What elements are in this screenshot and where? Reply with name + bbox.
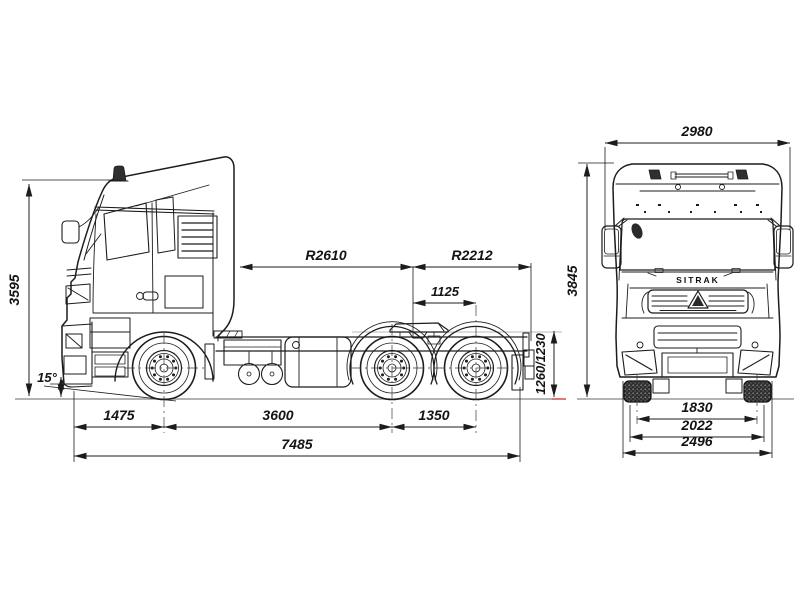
dim-kingpin-to-rear-axle: 1125 [431,284,460,299]
front-grille [641,289,755,314]
mirror-right [767,217,794,269]
front-tire-left [623,380,652,403]
license-plate-holder [667,356,728,374]
fog-lamp [65,333,83,349]
door-window [103,202,150,261]
front-cab: SITRAK [601,163,794,424]
entry-step-box [89,317,131,349]
dim-approach-angle: 15° [37,370,57,385]
fuel-tank [284,336,352,388]
roof-marker-dots [636,204,762,213]
dim-tandem-spacing: 1350 [418,407,449,423]
front-mudflap [204,343,215,380]
tail-lamp [524,365,535,380]
catwalk [213,330,243,339]
quarter-window [155,196,176,254]
dim-track-width: 1830 [681,399,712,415]
storage-locker [164,275,204,309]
beacon-right [735,169,749,180]
air-tanks [237,351,284,386]
rear-mudflap [511,354,524,391]
battery-box [223,339,282,366]
dim-overall-height-side: 3595 [6,274,22,305]
brand-badge: SITRAK [676,275,720,285]
front-tire-right [743,380,772,403]
lower-grille [653,325,742,354]
side-chassis [213,321,535,391]
dim-wheelbase: 3600 [262,407,293,423]
dim-width-over-tires: 2022 [680,417,712,433]
dim-front-turn-radius: R2610 [305,247,346,263]
front-view-truck: SITRAK [564,123,794,458]
headlight-left [621,349,658,376]
mudflap-left [652,378,670,394]
front-view-dimensions: 2980 3845 1830 2022 2496 [564,123,791,458]
dim-overall-height-front: 3845 [564,265,580,296]
dim-width-over-mirrors: 2980 [680,123,712,139]
dim-rear-turn-radius: R2212 [451,247,492,263]
door-handle [142,291,159,301]
bumper-step [63,355,87,375]
mudflap-right [725,378,743,394]
dim-front-overhang: 1475 [103,407,134,423]
dim-fifth-wheel-height: 1260/1230 [533,333,548,395]
mirror-left [601,217,628,269]
side-wheels [124,305,518,433]
dim-overall-length: 7485 [281,436,312,452]
side-cab [61,156,235,388]
fifth-wheel [389,322,449,339]
side-view-truck: 3595 15° R2610 R2212 1125 1260/1230 1475 [6,156,566,462]
windshield [619,218,776,271]
kerb-mirror [631,223,643,239]
beacon-left [648,169,662,180]
dim-overall-width: 2496 [680,433,712,449]
bumper-center-panel [661,352,734,378]
cab-louver-vents [177,215,218,259]
grille-logo [687,290,709,309]
side-view-dimensions: 3595 15° R2610 R2212 1125 1260/1230 1475 [6,179,558,462]
front-fender [114,331,214,382]
headlight-side [65,283,91,305]
side-mirror [61,220,80,244]
beacon-light [112,165,127,182]
headlight-right [737,349,774,376]
